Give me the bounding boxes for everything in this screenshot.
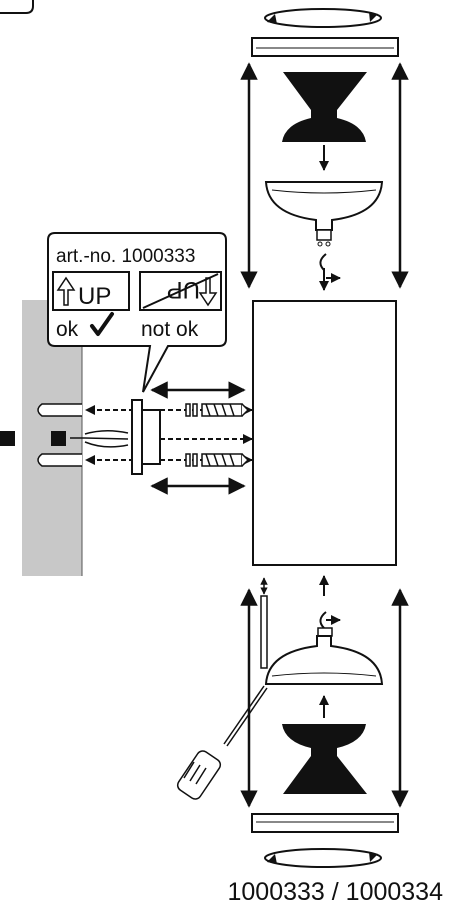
rod: [260, 595, 268, 669]
mounting-plate: [131, 399, 161, 475]
not-ok-label: not ok: [141, 318, 199, 341]
cable: [70, 430, 129, 448]
lamp-shade-icon: [282, 72, 367, 142]
up-label: UP: [78, 283, 111, 310]
top-cover-plate: [251, 37, 399, 57]
model-number: 1000333 / 1000334: [227, 878, 444, 906]
check-mark-icon: [90, 312, 114, 336]
screwdriver-icon: [176, 685, 268, 800]
callout-bubble: art.-no. 1000333 UP UP ok not ok: [47, 232, 227, 393]
lamp-bulb-icon: [264, 181, 384, 231]
rotate-arrows-bottom-icon: [264, 848, 382, 868]
luminaire-body: [252, 300, 397, 566]
wall-anchors: [37, 403, 82, 467]
cable-square-2: [51, 431, 66, 446]
twist-arrow-icon: [319, 253, 327, 271]
corner-frame: [0, 0, 34, 14]
screws: [185, 403, 250, 467]
lamp-shade-bottom-icon: [282, 724, 367, 794]
bottom-cover-plate: [251, 813, 399, 833]
down-arrow-icon: [198, 277, 218, 307]
ok-label: ok: [56, 318, 79, 341]
cable-square-1: [0, 431, 15, 446]
rotate-arrows-icon: [264, 8, 382, 28]
art-no-label: art.-no. 1000333: [56, 246, 195, 267]
strike-line: [142, 273, 219, 309]
lamp-bulb-bottom-icon: [264, 635, 384, 685]
up-arrow-icon: [56, 276, 76, 306]
